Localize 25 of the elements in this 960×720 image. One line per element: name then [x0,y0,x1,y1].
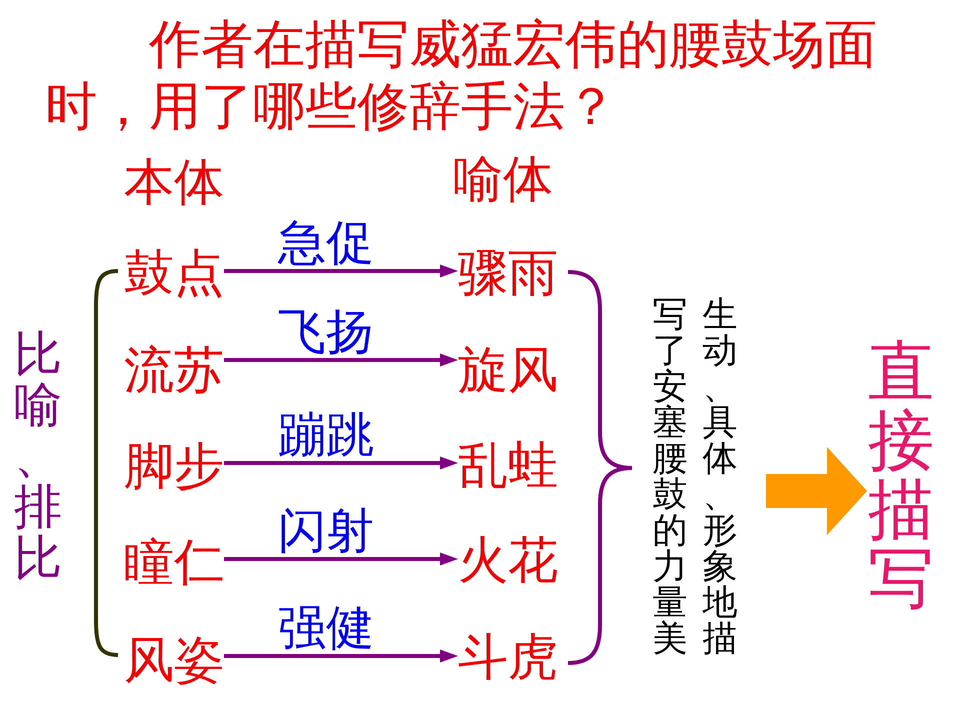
term-text: 风姿 [124,632,224,688]
arrow [224,456,458,470]
side-label: 比喻、排比 [13,329,63,584]
term-text: 斗虎 [458,629,558,685]
edge-label: 强健 [278,604,374,652]
edge-label: 急促 [278,219,374,267]
conclusion-text: 直接描写 [867,337,935,613]
term-text: 旋风 [458,342,558,398]
column-header: 本体 [124,157,224,207]
term-text: 骤雨 [458,245,558,301]
block-arrow [766,447,867,535]
term-text: 火花 [458,532,558,588]
arrow [224,650,458,662]
summary-text: 生动、具体、形象地描写了安塞腰鼓的力量美 [650,297,740,657]
column-header: 喻体 [453,154,553,204]
term-text: 瞳仁 [124,534,224,590]
question-title: 作者在描写威猛宏伟的腰鼓场面时，用了哪些修辞手法？ [45,14,878,138]
term-text: 脚步 [124,438,224,494]
arrow [224,264,458,278]
term-text: 乱蛙 [458,437,558,493]
arrow [224,354,458,366]
term-text: 鼓点 [124,245,224,301]
arrow [224,552,458,566]
term-text: 流苏 [124,342,224,398]
edge-label: 蹦跳 [278,411,374,459]
